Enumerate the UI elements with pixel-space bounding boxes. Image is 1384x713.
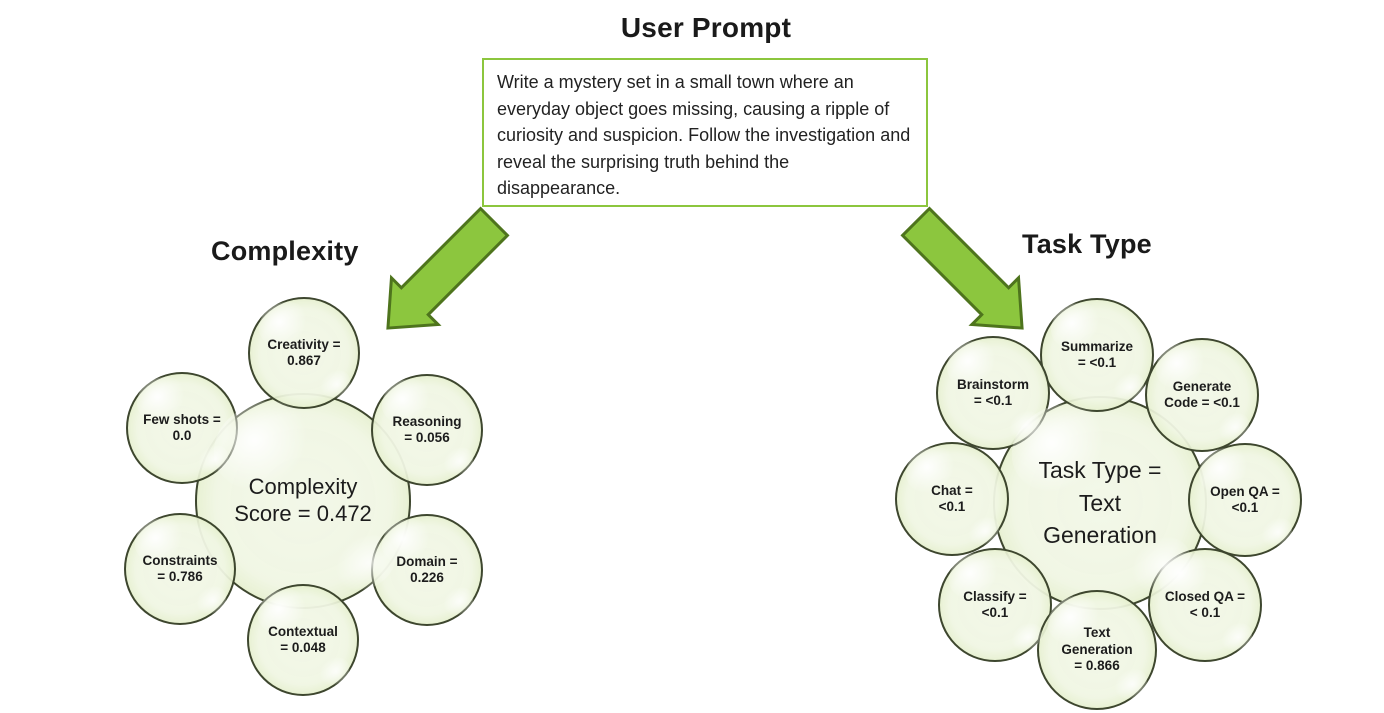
arrow-to-complexity (386, 206, 510, 330)
user-prompt-box: Write a mystery set in a small town wher… (482, 58, 928, 207)
bubble-contextual: Contextual = 0.048 (247, 584, 359, 696)
task-type-title: Task Type (1022, 229, 1152, 259)
bubble-summarize: Summarize = <0.1 (1040, 298, 1154, 412)
user-prompt-title: User Prompt (620, 12, 792, 43)
arrow-to-task-type (900, 206, 1024, 330)
bubble-closed-qa: Closed QA = < 0.1 (1148, 548, 1262, 662)
bubble-text-generation: Text Generation = 0.866 (1037, 590, 1157, 710)
bubble-reasoning: Reasoning = 0.056 (371, 374, 483, 486)
bubble-generate-code: Generate Code = <0.1 (1145, 338, 1259, 452)
domain-label: Domain = 0.226 (396, 553, 458, 585)
open-qa-label: Open QA = <0.1 (1210, 483, 1280, 515)
text-generation-label: Text Generation = 0.866 (1061, 625, 1133, 674)
bubble-classify: Classify = <0.1 (938, 548, 1052, 662)
bubble-chat: Chat = <0.1 (895, 442, 1009, 556)
generate-code-label: Generate Code = <0.1 (1164, 378, 1240, 410)
bubble-constraints: Constraints = 0.786 (124, 513, 236, 625)
bubble-brainstorm: Brainstorm = <0.1 (936, 336, 1050, 450)
user-prompt-text: Write a mystery set in a small town wher… (497, 72, 911, 198)
complexity-score-label: Complexity Score = 0.472 (234, 474, 372, 526)
few-shots-label: Few shots = 0.0 (143, 411, 221, 443)
summarize-label: Summarize = <0.1 (1060, 338, 1134, 370)
bubble-open-qa: Open QA = <0.1 (1188, 443, 1302, 557)
classify-label: Classify = <0.1 (963, 588, 1027, 620)
reasoning-label: Reasoning = 0.056 (392, 413, 462, 445)
chat-label: Chat = <0.1 (931, 482, 973, 514)
bubble-few-shots: Few shots = 0.0 (126, 372, 238, 484)
constraints-label: Constraints = 0.786 (142, 552, 218, 584)
bubble-creativity: Creativity = 0.867 (248, 297, 360, 409)
creativity-label: Creativity = 0.867 (267, 336, 341, 368)
complexity-title: Complexity (211, 236, 359, 266)
contextual-label: Contextual = 0.048 (268, 623, 338, 655)
brainstorm-label: Brainstorm = <0.1 (956, 376, 1029, 408)
task-type-result-label: Task Type = Text Generation (1038, 457, 1162, 549)
closed-qa-label: Closed QA = < 0.1 (1164, 588, 1246, 620)
